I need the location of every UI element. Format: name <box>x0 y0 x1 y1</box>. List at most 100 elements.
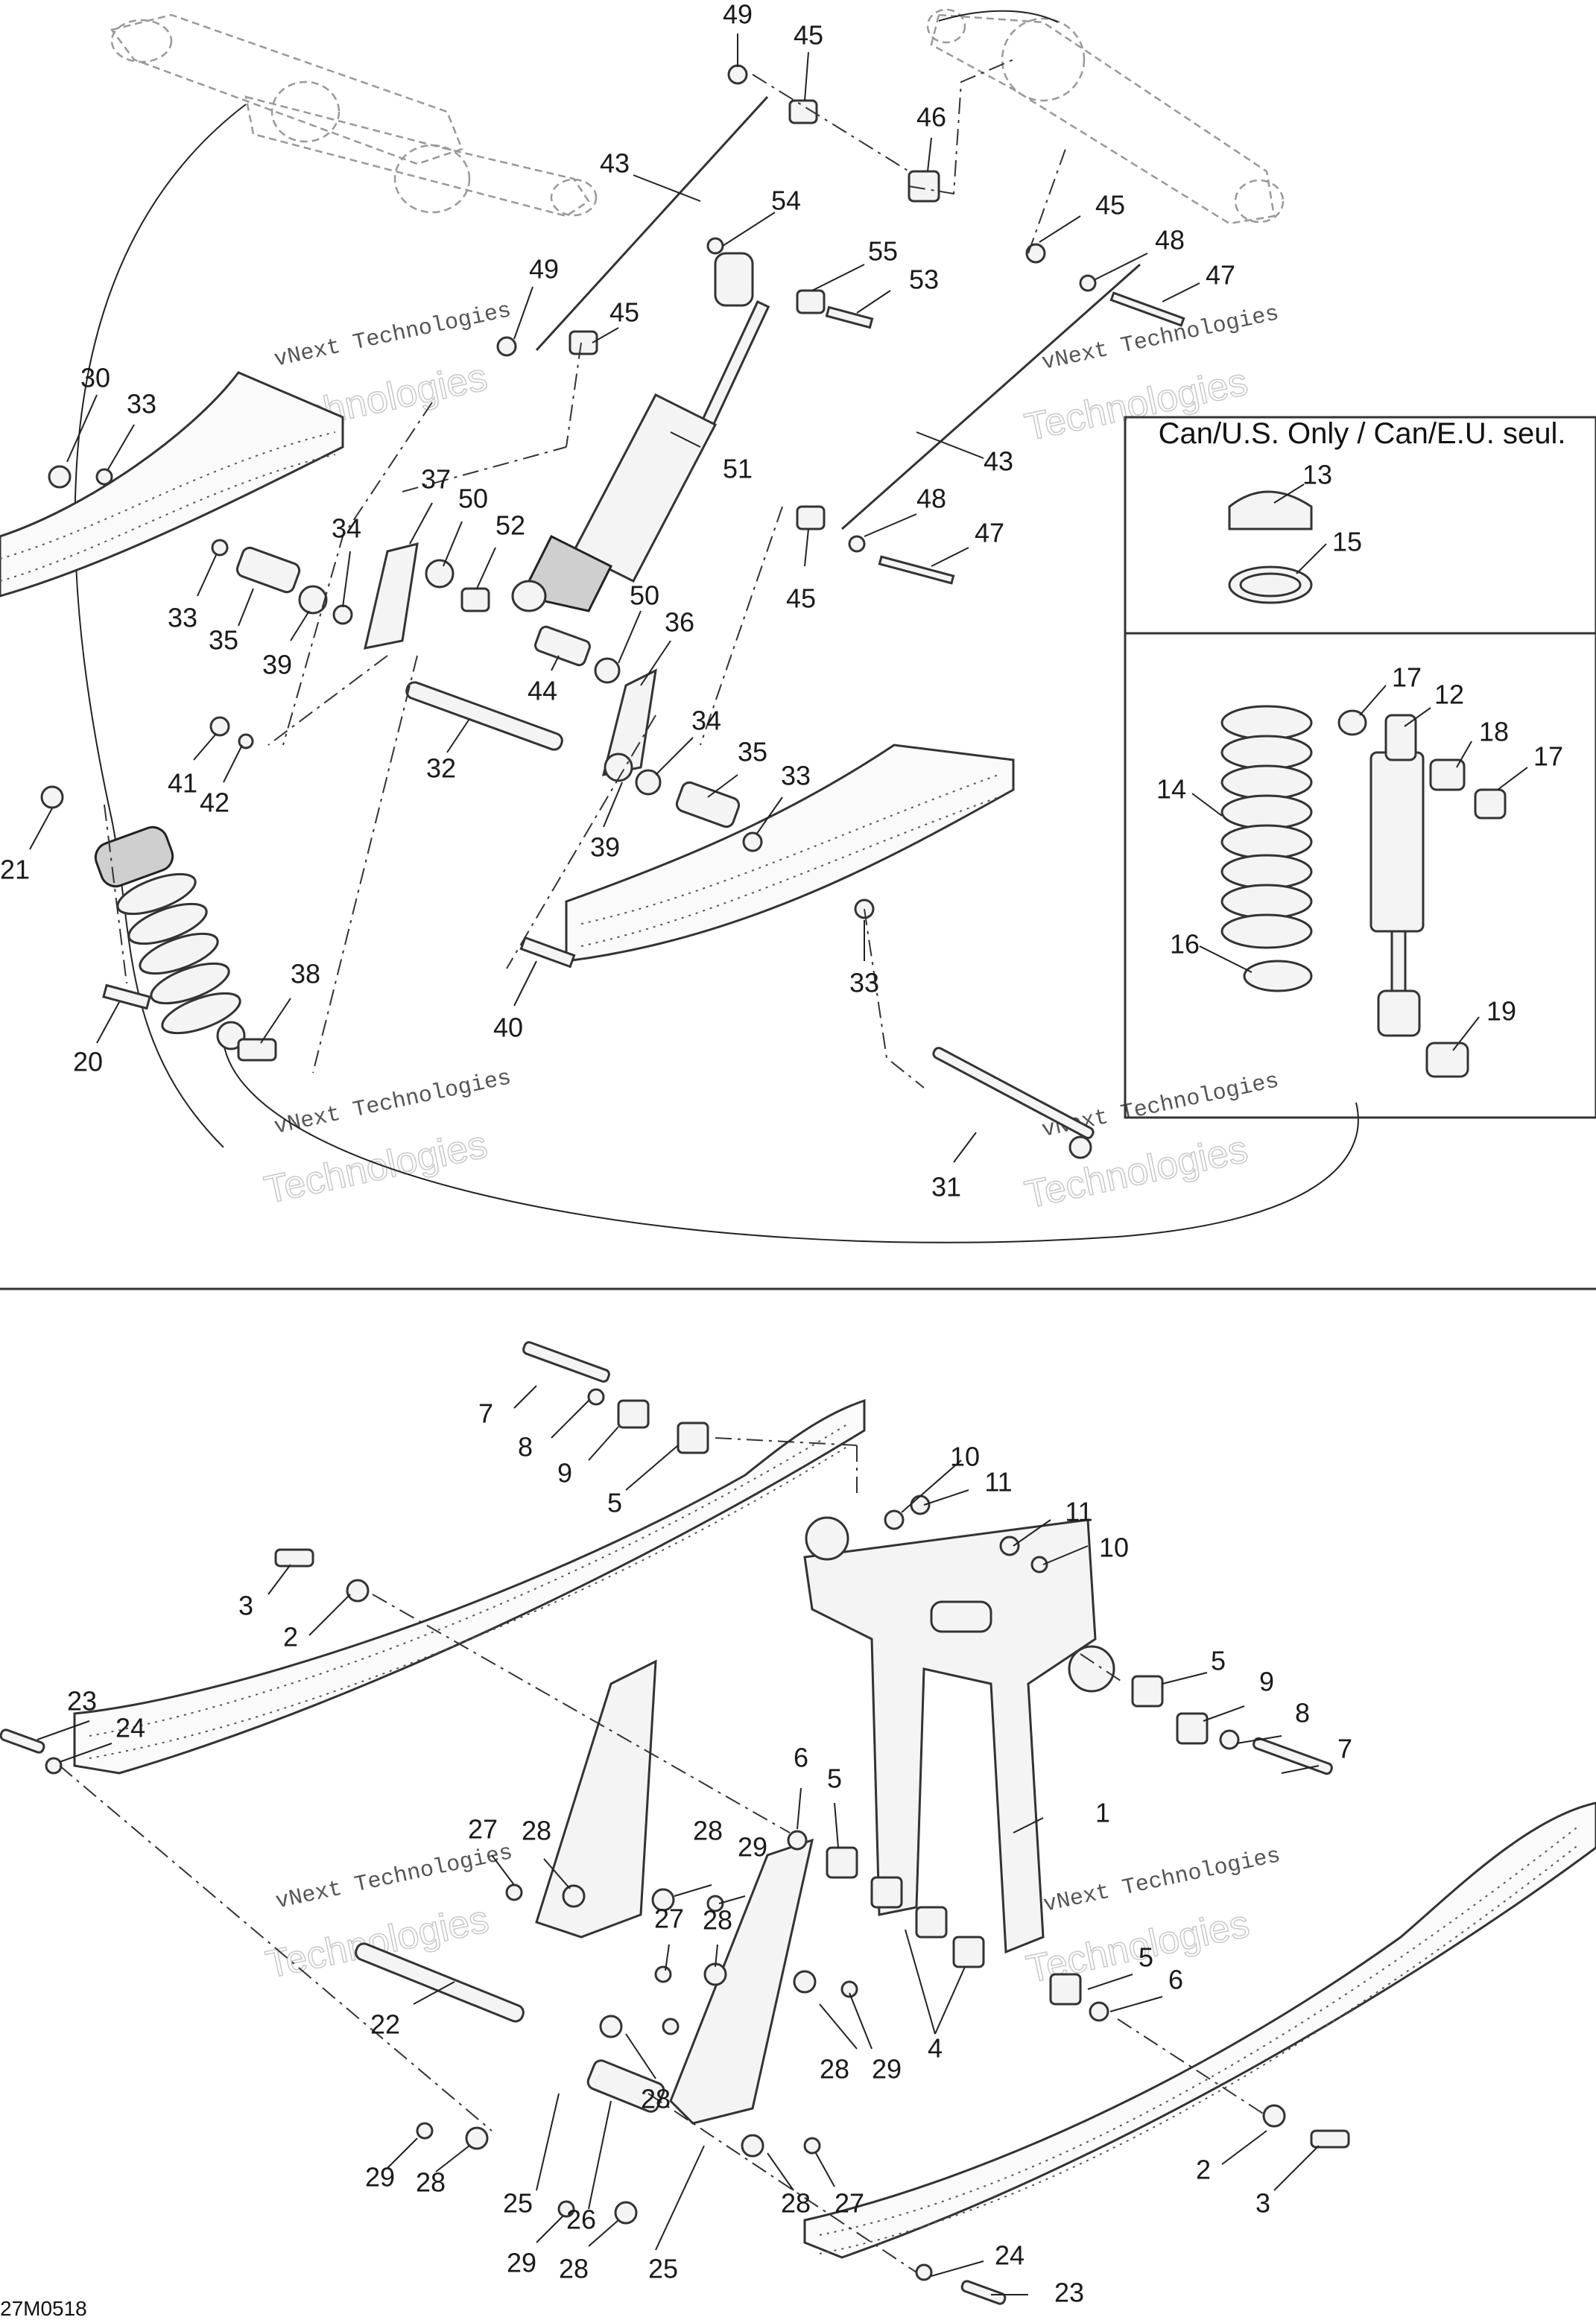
lower-assembly <box>0 1341 1596 2305</box>
callout-label: 34 <box>332 513 361 544</box>
callout-labels: 49 45 46 43 54 55 53 49 45 45 48 47 30 3… <box>0 0 1563 2320</box>
callout-label: 29 <box>872 2054 902 2085</box>
callout-label: 49 <box>529 254 559 285</box>
callout-label: 3 <box>238 1591 253 1621</box>
callout-label: 8 <box>518 1432 533 1462</box>
callout-label: 43 <box>984 446 1013 477</box>
callout-label: 28 <box>641 2084 671 2114</box>
callout-label: 14 <box>1156 774 1186 805</box>
callout-label: 27 <box>835 2188 864 2219</box>
callout-label: 54 <box>771 186 801 216</box>
callout-label: 9 <box>1259 1667 1274 1697</box>
callout-label: 43 <box>600 148 630 179</box>
inset-frame-lower <box>1124 632 1596 1119</box>
callout-label: 7 <box>1337 1734 1352 1764</box>
callout-label: 6 <box>794 1743 808 1773</box>
callout-label: 35 <box>209 625 238 656</box>
callout-label: 33 <box>168 603 197 633</box>
callout-label: 32 <box>426 753 456 784</box>
callout-label: 21 <box>0 855 30 885</box>
figure-code: 27M0518 <box>0 2297 87 2320</box>
callout-label: 45 <box>1095 190 1125 221</box>
callout-label: 2 <box>1196 2155 1211 2185</box>
lower-hardware <box>0 1341 1350 2305</box>
callout-label: 3 <box>1255 2188 1270 2219</box>
callout-label: 28 <box>416 2167 446 2198</box>
callout-label: 20 <box>73 1047 103 1077</box>
callout-label: 36 <box>665 607 694 638</box>
callout-label: 45 <box>609 297 639 328</box>
callout-label: 33 <box>127 389 156 419</box>
callout-label: 45 <box>794 20 823 51</box>
callout-label: 24 <box>995 2240 1025 2271</box>
callout-label: 12 <box>1434 679 1464 710</box>
callout-label: 5 <box>607 1488 622 1518</box>
callout-label: 28 <box>703 1905 732 1936</box>
callout-label: 39 <box>262 650 292 680</box>
callout-label: 9 <box>557 1458 572 1489</box>
callout-label: 19 <box>1486 996 1516 1027</box>
leader-lines <box>29 34 1528 2295</box>
callout-label: 28 <box>781 2188 811 2219</box>
callout-label: 50 <box>630 580 659 611</box>
callout-label: 15 <box>1332 527 1362 557</box>
callout-label: 6 <box>1168 1965 1183 1995</box>
callout-label: 4 <box>928 2033 943 2064</box>
upper-hardware <box>48 64 1185 1159</box>
callout-label: 47 <box>1206 260 1235 291</box>
upper-assembly: Can/U.S. Only / Can/E.U. seul. <box>0 8 1596 1243</box>
callout-label: 52 <box>495 510 525 541</box>
callout-label: 28 <box>522 1816 551 1846</box>
callout-label: 34 <box>691 706 721 736</box>
callout-label: 33 <box>781 761 811 791</box>
callout-label: 44 <box>528 676 557 706</box>
callout-label: 55 <box>868 236 898 267</box>
callout-label: 27 <box>654 1904 684 1934</box>
callout-label: 26 <box>566 2205 596 2235</box>
callout-label: 46 <box>916 102 946 133</box>
callout-label: 13 <box>1302 460 1332 490</box>
callout-label: 5 <box>1139 1942 1153 1973</box>
callout-label: 47 <box>975 518 1004 548</box>
center-shock <box>511 252 770 612</box>
callout-label: 29 <box>738 1832 767 1863</box>
callout-label: 41 <box>168 768 197 799</box>
callout-label: 24 <box>115 1713 145 1743</box>
callout-label: 35 <box>738 737 767 767</box>
callout-label: 5 <box>827 1763 842 1794</box>
callout-label: 38 <box>291 959 320 989</box>
callout-label: 28 <box>559 2254 589 2284</box>
callout-label: 1 <box>1095 1798 1110 1828</box>
callout-label: 2 <box>283 1622 298 1652</box>
callout-label: 23 <box>67 1686 97 1717</box>
callout-label: 10 <box>950 1442 980 1472</box>
callout-label: 33 <box>849 968 879 998</box>
callout-label: 40 <box>493 1012 523 1043</box>
callout-label: 18 <box>1479 717 1509 747</box>
callout-label: 29 <box>365 2162 395 2193</box>
callout-label: 39 <box>590 832 620 863</box>
callout-label: 27 <box>468 1814 498 1845</box>
callout-label: 29 <box>507 2248 536 2278</box>
callout-label: 48 <box>916 484 946 514</box>
inset-parts <box>1220 490 1507 1078</box>
callout-label: 50 <box>458 484 488 514</box>
inset-title: Can/U.S. Only / Can/E.U. seul. <box>1159 417 1566 450</box>
callout-label: 48 <box>1155 225 1185 256</box>
callout-label: 42 <box>200 787 229 818</box>
callout-label: 37 <box>421 464 451 495</box>
callout-label: 28 <box>693 1816 723 1846</box>
callout-label: 51 <box>723 454 753 484</box>
callout-label: 11 <box>984 1467 1012 1498</box>
callout-label: 5 <box>1211 1646 1226 1676</box>
callout-label: 25 <box>503 2188 533 2219</box>
callout-label: 22 <box>370 2009 400 2040</box>
callout-label: 49 <box>723 0 753 30</box>
callout-label: 23 <box>1054 2278 1084 2308</box>
callout-label: 11 <box>1065 1497 1092 1527</box>
callout-label: 7 <box>478 1398 493 1429</box>
ghost-rear-arm <box>926 8 1285 225</box>
callout-label: 25 <box>648 2254 678 2284</box>
ghost-front-arm <box>110 13 598 218</box>
